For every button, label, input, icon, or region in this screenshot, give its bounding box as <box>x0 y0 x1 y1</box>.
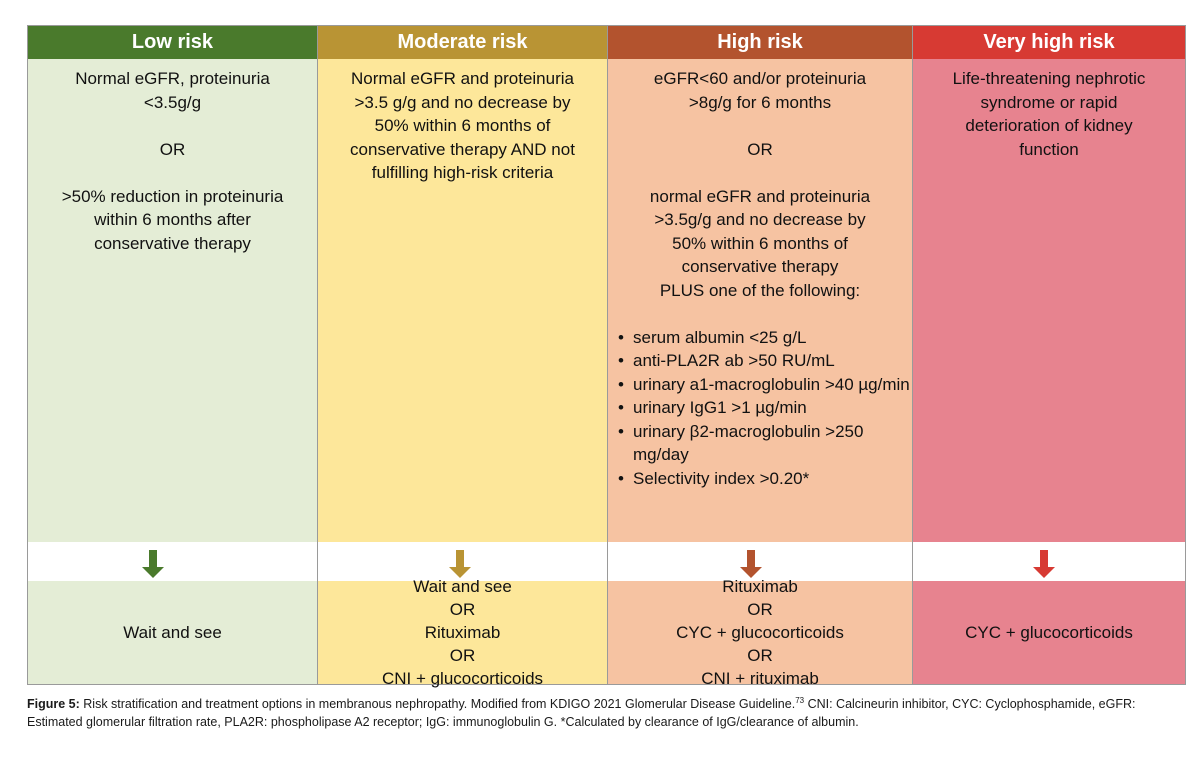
arrow-down-icon <box>449 550 471 578</box>
figure-caption: Figure 5: Risk stratification and treatm… <box>27 695 1136 729</box>
criteria-line: conservative therapy AND not <box>350 139 575 159</box>
criteria-line: OR <box>159 139 186 159</box>
high-risk-marker-list: serum albumin <25 g/Lanti-PLA2R ab >50 R… <box>608 326 912 491</box>
list-item: urinary β2-macroglobulin >250 mg/day <box>618 420 912 467</box>
criteria-line: syndrome or rapid <box>980 92 1118 112</box>
treatment-line: Wait and see <box>123 623 222 642</box>
treatment-line: OR <box>747 600 773 619</box>
column-moderate-risk: Moderate risk Normal eGFR and proteinuri… <box>318 26 607 688</box>
treatment-line: CNI + rituximab <box>701 669 819 688</box>
header-low-risk: Low risk <box>28 26 317 59</box>
list-item: urinary IgG1 >1 µg/min <box>618 396 912 420</box>
criteria-very-high-risk: Life-threatening nephrotic syndrome or ra… <box>913 59 1185 542</box>
criteria-line: deterioration of kidney <box>965 116 1133 135</box>
header-moderate-risk: Moderate risk <box>318 26 607 59</box>
treatment-line: Rituximab <box>424 623 501 642</box>
criteria-line: OR <box>747 139 773 159</box>
arrow-down-icon <box>142 550 164 578</box>
criteria-line: >8g/g for 6 months <box>688 92 832 112</box>
criteria-line: <3.5g/g <box>143 92 202 112</box>
list-item: serum albumin <25 g/L <box>618 326 912 350</box>
treatment-low-risk: Wait and see <box>28 581 317 684</box>
column-high-risk: High risk eGFR<60 and/or proteinuria >8g/… <box>608 26 912 688</box>
risk-stratification-figure: Low risk Normal eGFR, proteinuria <3.5g/g… <box>27 25 1186 688</box>
treatment-line: CYC + glucocorticoids <box>676 623 844 642</box>
criteria-high-risk: eGFR<60 and/or proteinuria >8g/g for 6 mo… <box>608 59 912 542</box>
criteria-line: conservative therapy <box>94 233 251 253</box>
criteria-line: conservative therapy <box>681 257 839 276</box>
header-high-risk: High risk <box>608 26 912 59</box>
arrow-down-icon <box>1033 550 1055 578</box>
criteria-line: Life-threatening nephrotic <box>952 69 1146 88</box>
treatment-line: OR <box>449 600 476 619</box>
treatment-line: CYC + glucocorticoids <box>965 623 1133 642</box>
criteria-line: 50% within 6 months of <box>672 233 848 253</box>
list-item: anti-PLA2R ab >50 RU/mL <box>618 349 912 373</box>
criteria-line: PLUS one of the following: <box>659 280 861 300</box>
treatment-line: OR <box>747 646 773 665</box>
criteria-line: within 6 months after <box>94 210 251 229</box>
list-item: urinary a1-macroglobulin >40 µg/min <box>618 373 912 397</box>
criteria-line: >3.5g/g and no decrease by <box>654 210 866 229</box>
criteria-line: normal eGFR and proteinuria <box>649 186 871 206</box>
header-very-high-risk: Very high risk <box>913 26 1185 59</box>
caption-label: Figure 5: <box>27 697 80 711</box>
treatment-line: Rituximab <box>722 577 798 596</box>
criteria-line: >3.5 g/g and no decrease by <box>354 92 571 112</box>
column-very-high-risk: Very high risk Life-threatening nephroti… <box>913 26 1185 684</box>
column-low-risk: Low risk Normal eGFR, proteinuria <3.5g/g… <box>28 26 317 684</box>
list-item: Selectivity index >0.20* <box>618 467 912 491</box>
criteria-line: function <box>1019 139 1079 159</box>
criteria-line: fulfilling high-risk criteria <box>371 163 554 182</box>
criteria-moderate-risk: Normal eGFR and proteinuria >3.5 g/g and … <box>318 59 607 542</box>
criteria-line: eGFR<60 and/or proteinuria <box>653 69 867 88</box>
criteria-line: 50% within 6 months of <box>374 116 551 135</box>
arrow-down-icon <box>740 550 762 578</box>
treatment-line: Wait and see <box>413 577 512 596</box>
criteria-line: Normal eGFR and proteinuria <box>351 69 574 88</box>
treatment-line: CNI + glucocorticoids <box>381 669 544 688</box>
treatment-very-high-risk: CYC + glucocorticoids <box>913 581 1185 684</box>
criteria-line: Normal eGFR, proteinuria <box>75 69 270 88</box>
treatment-line: OR <box>449 646 476 665</box>
criteria-line: >50% reduction in proteinuria <box>61 186 284 206</box>
